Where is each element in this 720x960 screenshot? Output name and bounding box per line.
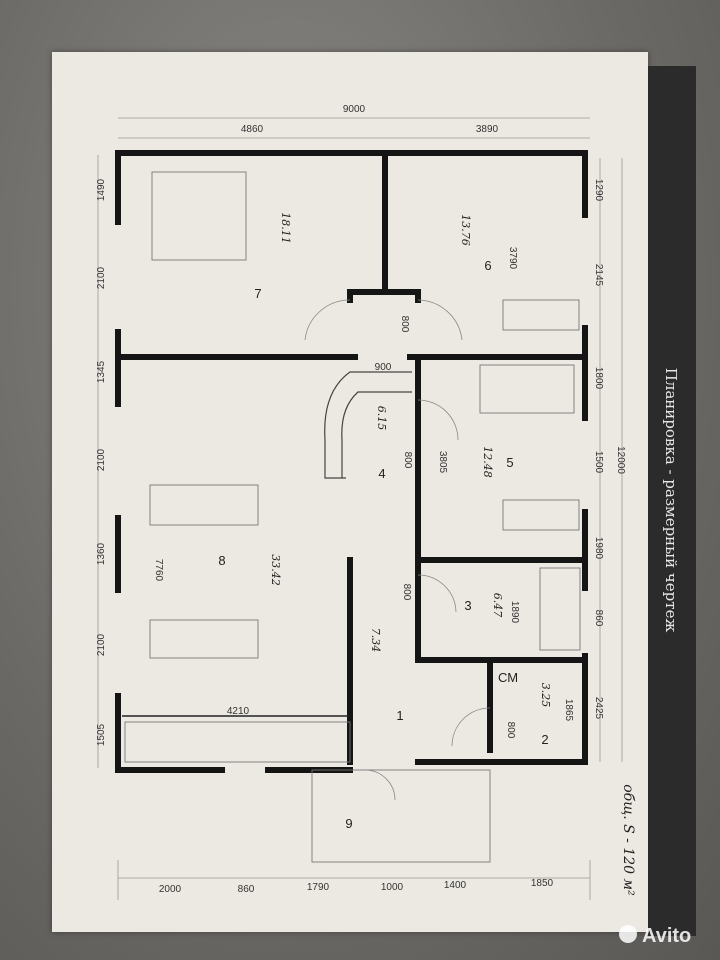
dim-4210: 4210 [227, 706, 250, 717]
dim-right-3: 1800 [593, 367, 604, 390]
room-7-area: 18.11 [279, 212, 292, 244]
dim-left-7: 1505 [96, 723, 107, 746]
dim-bottom-2: 860 [238, 884, 255, 895]
dim-right-4: 1500 [593, 451, 604, 474]
room-4-number: 4 [378, 466, 385, 481]
room-numbers: 7 6 5 4 8 3 1 2 9 СМ [218, 258, 548, 831]
room-7-number: 7 [254, 286, 261, 301]
dim-left-1: 1490 [96, 178, 107, 201]
cm-label: СМ [498, 670, 518, 685]
avito-text: Avito [642, 925, 691, 947]
desk-6 [502, 299, 580, 331]
inner-dimensions: 3790 3805 7760 4210 1890 1865 900 800 80… [153, 247, 574, 739]
dim-right-5: 1980 [593, 537, 604, 560]
kitchen-counter [124, 721, 351, 763]
door-swings [304, 299, 491, 801]
furniture [122, 171, 581, 863]
dim-bottom-4: 1000 [381, 882, 404, 893]
dim-top-total: 9000 [343, 104, 366, 115]
dim-door-c: 800 [401, 584, 412, 601]
room-areas: 18.11 13.76 12.48 6.15 33.42 6.47 7.34 3… [269, 212, 552, 707]
total-area-note: общ. S - 120 м² [620, 784, 636, 896]
dim-left-5: 1360 [96, 542, 107, 565]
dim-left-4: 2100 [96, 448, 107, 471]
title-band [648, 66, 696, 936]
dim-bottom-3: 1790 [307, 882, 330, 893]
room-5-area: 12.48 [481, 446, 494, 478]
dim-door-a: 800 [399, 316, 410, 333]
room-5-number: 5 [506, 455, 513, 470]
room-9-number: 9 [345, 816, 352, 831]
dimension-lines [97, 117, 623, 900]
room-3-number: 3 [464, 598, 471, 613]
dim-bottom-6: 1850 [531, 878, 554, 889]
dim-top-right: 3890 [476, 124, 499, 135]
room-6-area: 13.76 [459, 214, 472, 246]
dim-1865: 1865 [563, 699, 574, 722]
stairs [324, 371, 412, 479]
dim-door-d: 800 [505, 722, 516, 739]
dim-bottom-1: 2000 [159, 884, 182, 895]
room-8-area: 33.42 [269, 554, 282, 586]
desk-5 [502, 499, 580, 531]
dim-left-3: 1345 [96, 360, 107, 383]
dining-table [149, 619, 259, 659]
dim-left-6: 2100 [96, 633, 107, 656]
avito-logo-icon [619, 925, 637, 943]
dim-right-6: 860 [593, 610, 604, 627]
room-1-area: 7.34 [369, 628, 382, 653]
dim-door-b: 800 [402, 452, 413, 469]
sheet-title: Планировка - размерный чертеж [662, 368, 680, 633]
porch-9 [311, 769, 491, 863]
right-dimensions: 1290 2145 1800 1500 1980 860 2425 12000 [593, 179, 626, 720]
dim-left-2: 2100 [96, 266, 107, 289]
bathtub [539, 567, 581, 651]
room-3-area: 6.47 [491, 593, 504, 618]
sofa [149, 484, 259, 526]
dim-900: 900 [375, 362, 392, 373]
room-6-number: 6 [484, 258, 491, 273]
dim-3790: 3790 [507, 247, 518, 270]
dim-top-left: 4860 [241, 124, 264, 135]
room-1-number: 1 [396, 708, 403, 723]
dim-right-7: 2425 [593, 697, 604, 720]
dim-bottom-5: 1400 [444, 880, 467, 891]
avito-watermark: Avito [619, 925, 691, 947]
room-8-number: 8 [218, 553, 225, 568]
room-2-number: 2 [541, 732, 548, 747]
bed-5 [479, 364, 575, 414]
left-dimensions: 1490 2100 1345 2100 1360 2100 1505 [96, 178, 107, 746]
dim-3805: 3805 [437, 451, 448, 474]
room-2-area: 3.25 [539, 683, 552, 708]
dim-right-total: 12000 [615, 446, 626, 474]
bed-7 [151, 171, 247, 261]
bottom-dimensions: 2000 860 1790 1000 1400 1850 [159, 878, 554, 895]
dim-7760: 7760 [153, 559, 164, 582]
room-4-area: 6.15 [375, 406, 388, 431]
dim-1890: 1890 [509, 601, 520, 624]
dim-right-2: 2145 [593, 264, 604, 287]
dim-right-1: 1290 [593, 179, 604, 202]
drawing-sheet [52, 52, 648, 932]
